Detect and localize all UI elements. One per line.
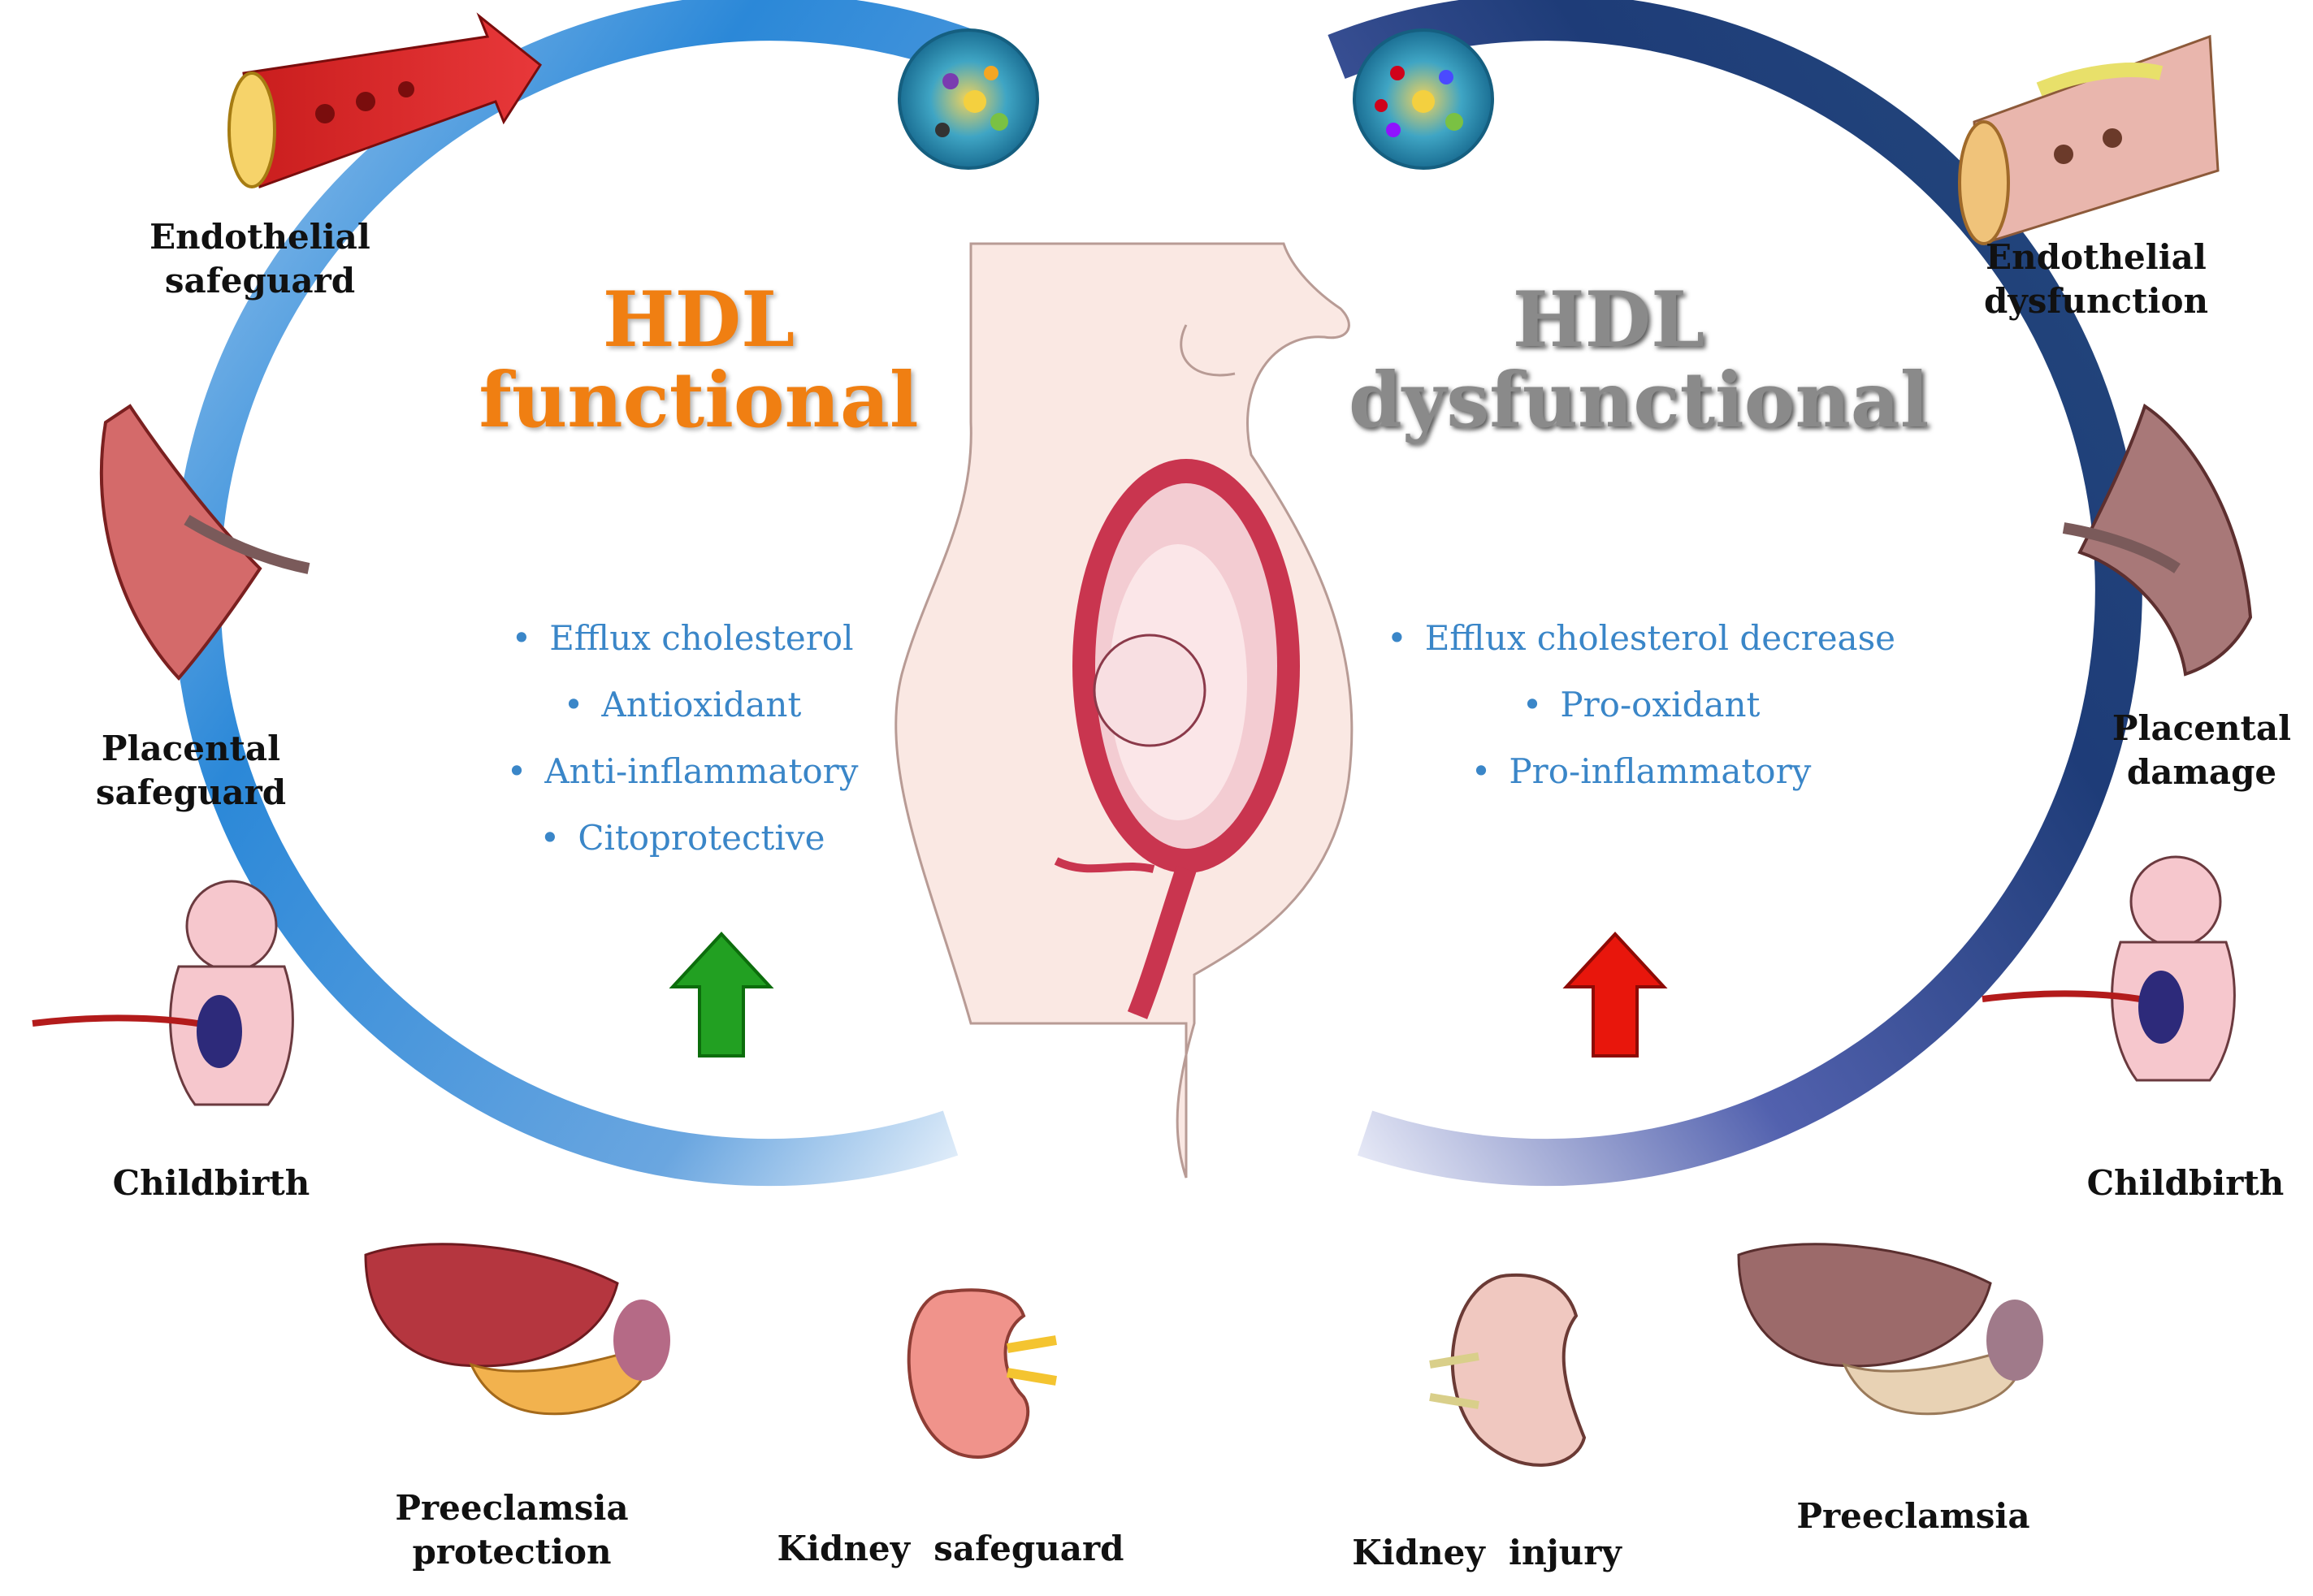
damaged-blood-vessel-icon bbox=[1958, 34, 2220, 245]
healthy-placenta-icon bbox=[99, 404, 310, 681]
label-preeclamsia-protection: Preeclamsia protection bbox=[395, 1488, 629, 1572]
dysfunctional-title: HDL dysfunctional bbox=[1349, 275, 1930, 445]
healthy-liver-pancreas-icon bbox=[364, 1243, 670, 1416]
label-childbirth-right: Childbirth bbox=[2086, 1163, 2285, 1203]
functional-title-line2: functional bbox=[479, 355, 919, 445]
functional-ring bbox=[173, 0, 988, 1187]
label-preeclamsia: Preeclamsia bbox=[1796, 1496, 2030, 1536]
pregnancy-illustration bbox=[894, 242, 1354, 1179]
label-placental-safeguard: Placental safeguard bbox=[95, 729, 287, 812]
dysfunctional-title-line2: dysfunctional bbox=[1349, 355, 1930, 445]
functional-property: Citoprotective bbox=[455, 805, 910, 872]
functional-property: Efflux cholesterol bbox=[455, 605, 910, 672]
functional-property: Anti-inflammatory bbox=[455, 738, 910, 805]
healthy-newborn-icon bbox=[32, 880, 294, 1106]
functional-properties-list: Efflux cholesterol Antioxidant Anti-infl… bbox=[455, 605, 910, 872]
functional-property: Antioxidant bbox=[455, 672, 910, 738]
dysfunctional-up-arrow bbox=[1562, 932, 1668, 1058]
healthy-blood-vessel-icon bbox=[227, 12, 542, 189]
damaged-kidney-icon bbox=[1429, 1273, 1587, 1467]
dysfunctional-property: Pro-inflammatory bbox=[1373, 738, 1909, 805]
damaged-newborn-icon bbox=[1982, 855, 2236, 1082]
functional-hdl-particle bbox=[898, 28, 1039, 170]
label-kidney-safeguard: Kidney safeguard bbox=[777, 1529, 1124, 1568]
dysfunctional-property: Efflux cholesterol decrease bbox=[1373, 605, 1909, 672]
dysfunctional-property: Pro-oxidant bbox=[1373, 672, 1909, 738]
label-endothelial-dysfunction: Endothelial dysfunction bbox=[1983, 237, 2209, 321]
dysfunctional-hdl-particle bbox=[1353, 28, 1494, 170]
damaged-placenta-icon bbox=[2062, 403, 2253, 677]
label-kidney-injury: Kidney injury bbox=[1352, 1533, 1622, 1572]
damaged-liver-pancreas-icon bbox=[1737, 1243, 2043, 1416]
dysfunctional-ring bbox=[1328, 0, 2142, 1187]
healthy-kidney-icon bbox=[907, 1288, 1057, 1459]
functional-title: HDL functional bbox=[455, 280, 942, 440]
functional-up-arrow bbox=[669, 932, 774, 1058]
functional-title-line1: HDL bbox=[602, 275, 795, 365]
dysfunctional-title-line1: HDL bbox=[1512, 275, 1705, 365]
label-childbirth-left: Childbirth bbox=[112, 1163, 310, 1203]
label-endothelial-safeguard: Endothelial safeguard bbox=[149, 217, 370, 301]
label-placental-damage: Placental damage bbox=[2112, 708, 2292, 792]
dysfunctional-properties-list: Efflux cholesterol decrease Pro-oxidant … bbox=[1373, 605, 1909, 805]
